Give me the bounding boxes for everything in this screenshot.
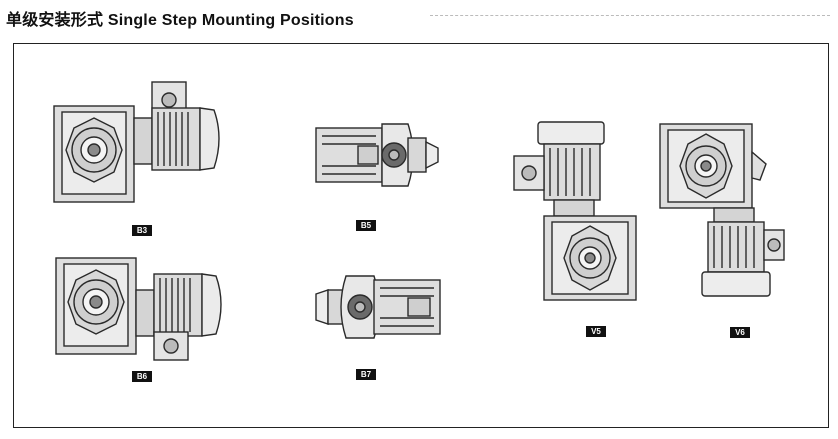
page-title: 单级安装形式 Single Step Mounting Positions [6,12,354,29]
mounting-b5-drawing [314,120,446,190]
mounting-label-v6: V6 [730,327,750,338]
mounting-label-b7: B7 [356,369,376,380]
mounting-b3-drawing [52,78,232,218]
mounting-v6-drawing [658,122,788,302]
mounting-label-b5: B5 [356,220,376,231]
top-divider [430,15,830,16]
mounting-label-b6: B6 [132,371,152,382]
mounting-b7-drawing [314,272,446,342]
mounting-b6-drawing [54,254,234,364]
diagram-frame: B3 B6 [13,43,829,428]
mounting-v5-drawing [508,120,648,310]
mounting-label-v5: V5 [586,326,606,337]
mounting-label-b3: B3 [132,225,152,236]
